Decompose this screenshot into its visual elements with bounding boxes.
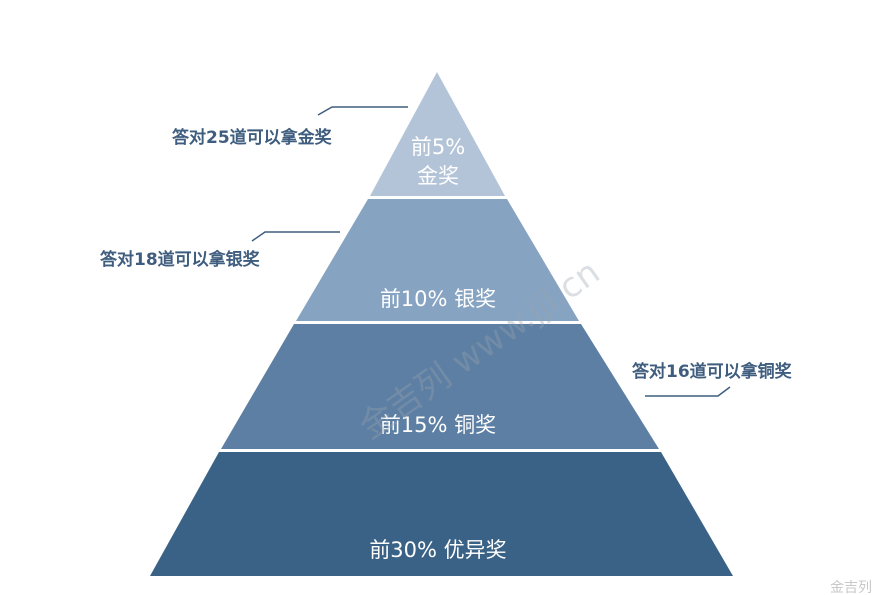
tier-merit-label: 前30% 优异奖: [369, 538, 506, 562]
bronze-note: 答对16道可以拿铜奖: [632, 361, 793, 382]
bronze-leader-line: [645, 386, 731, 397]
silver-leader-line: [251, 231, 340, 242]
corner-watermark: 金吉列: [830, 580, 872, 595]
tier-silver-label: 前10% 银奖: [380, 287, 496, 311]
silver-note: 答对18道可以拿银奖: [100, 249, 261, 270]
tier-bronze-label: 前15% 铜奖: [380, 413, 496, 437]
tier-bronze: [221, 324, 659, 449]
tier-silver: [296, 199, 579, 321]
tier-merit: [150, 452, 733, 576]
tier-gold: [370, 72, 505, 196]
gold-note: 答对25道可以拿金奖: [172, 127, 333, 148]
tier-gold-label: 金奖: [417, 164, 459, 188]
gold-leader-line: [317, 106, 408, 116]
tier-gold-percent: 前5%: [411, 135, 465, 159]
